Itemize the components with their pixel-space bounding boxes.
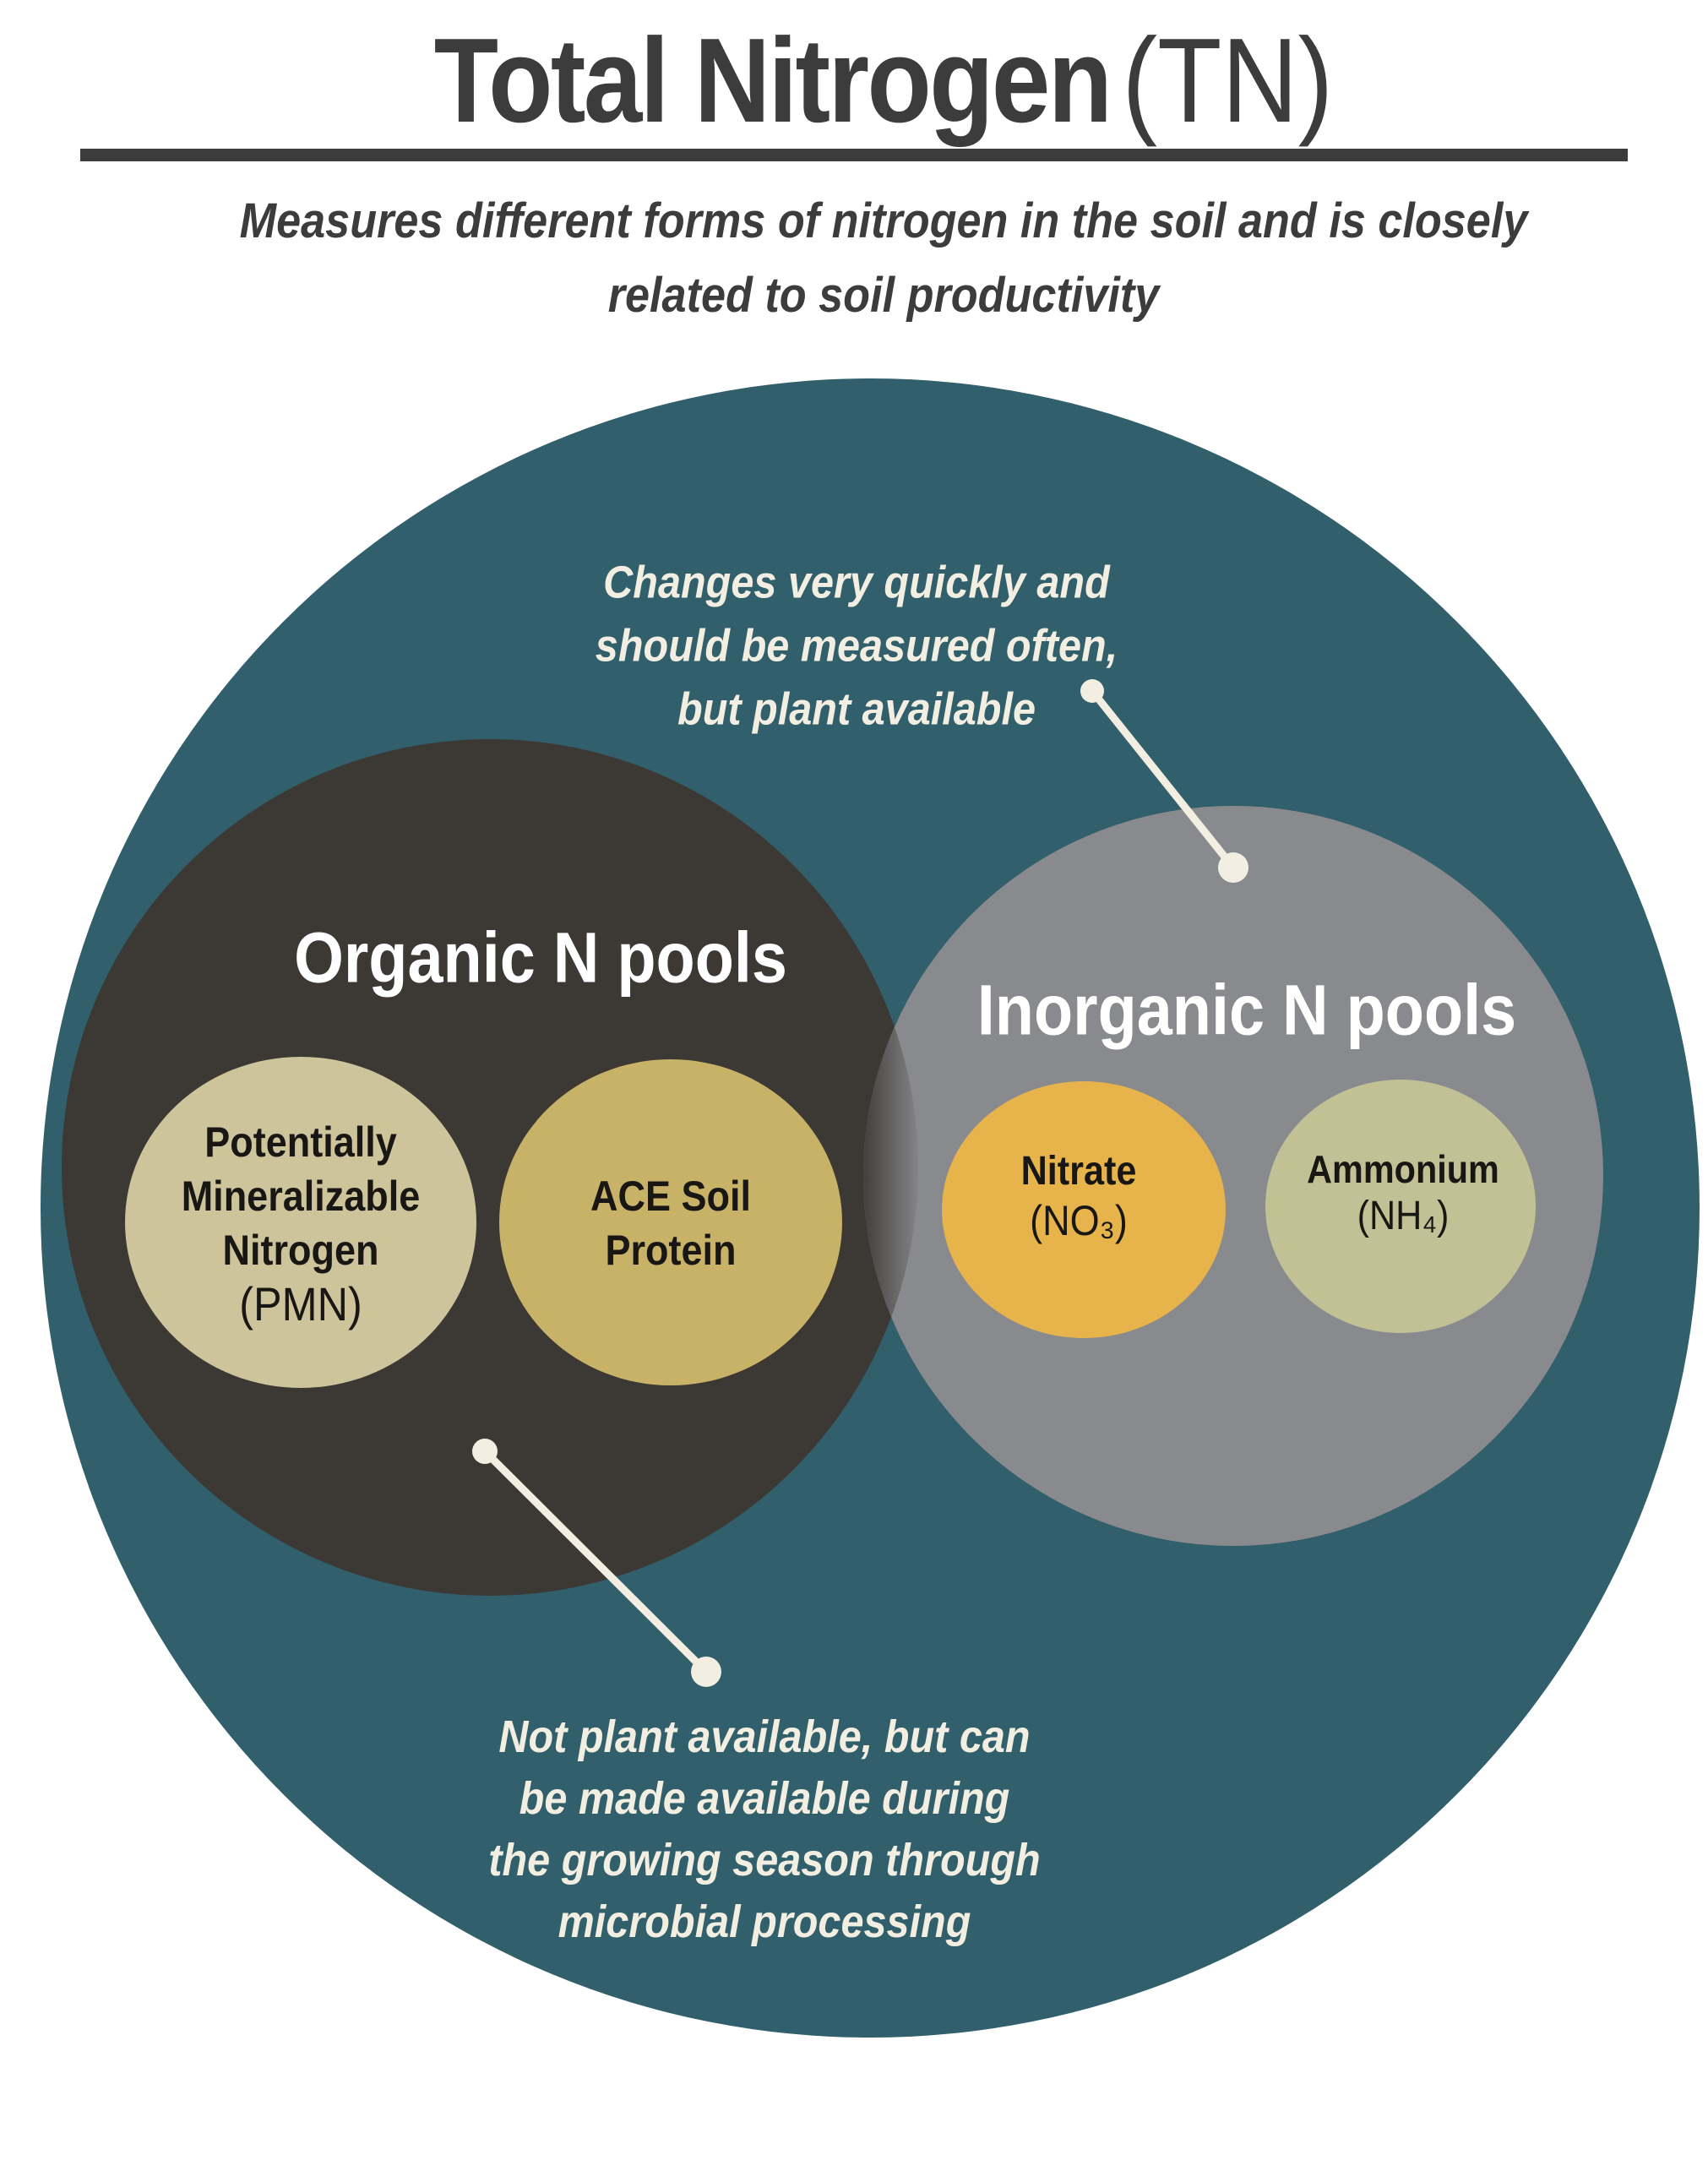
inorganic-pool-circle — [863, 806, 1603, 1546]
ammonium-label: Ammonium (NH₄) — [1307, 1145, 1499, 1240]
pmn-label-line: Nitrogen — [222, 1227, 379, 1274]
organic-note-line: be made available during — [519, 1773, 1010, 1824]
title-abbreviation: (TN) — [1122, 14, 1334, 148]
inorganic-pool-note: Changes very quickly and should be measu… — [596, 552, 1118, 742]
organic-connector-line — [481, 1447, 710, 1676]
subtitle-line: Measures different forms of nitrogen in … — [239, 193, 1528, 248]
title-main: Total Nitrogen — [433, 14, 1112, 148]
organic-connector-start-dot — [472, 1439, 498, 1464]
organic-note-line: Not plant available, but can — [498, 1711, 1031, 1762]
ammonium-name: Ammonium — [1307, 1147, 1499, 1191]
organic-connector-end-dot — [691, 1657, 721, 1687]
inorganic-connector-line — [1088, 687, 1237, 872]
inorganic-pool-label: Inorganic N pools — [976, 970, 1517, 1050]
inorganic-note-line: but plant available — [677, 683, 1036, 735]
inorganic-connector-start-dot — [1080, 679, 1104, 703]
pmn-label-line: Potentially — [204, 1118, 397, 1166]
organic-pool-note: Not plant available, but can be made ava… — [488, 1706, 1040, 1953]
page-title: Total Nitrogen(TN) — [434, 12, 1334, 150]
pmn-label-line: Mineralizable — [181, 1173, 421, 1220]
nitrate-name: Nitrate — [1020, 1149, 1137, 1194]
organic-note-line: the growing season through — [488, 1835, 1041, 1885]
subtitle-line: related to soil productivity — [607, 268, 1160, 323]
ace-soil-protein-circle — [499, 1059, 842, 1385]
nitrate-circle — [942, 1081, 1226, 1338]
ace-soil-protein-label: ACE Soil Protein — [590, 1169, 751, 1277]
inorganic-note-line: Changes very quickly and — [603, 557, 1110, 608]
pmn-circle — [125, 1057, 476, 1388]
nitrate-formula: (NO₃) — [1030, 1197, 1128, 1244]
inorganic-connector-end-dot — [1218, 852, 1248, 883]
ace-label-line: Protein — [605, 1227, 737, 1274]
organic-note-connector — [472, 1439, 721, 1687]
nitrate-label: Nitrate (NO₃) — [1021, 1147, 1137, 1245]
inorganic-note-line: should be measured often, — [595, 620, 1118, 672]
title-underline — [80, 149, 1628, 161]
ace-label-line: ACE Soil — [590, 1173, 752, 1220]
pmn-abbreviation: (PMN) — [239, 1277, 362, 1330]
organic-note-line: microbial processing — [558, 1896, 971, 1947]
organic-pool-label: Organic N pools — [294, 917, 787, 998]
pmn-label: Potentially Mineralizable Nitrogen (PMN) — [182, 1115, 421, 1331]
ammonium-circle — [1265, 1080, 1536, 1333]
inorganic-note-connector — [1080, 679, 1248, 883]
subtitle: Measures different forms of nitrogen in … — [240, 184, 1528, 333]
ammonium-formula: (NH₄) — [1357, 1194, 1450, 1238]
